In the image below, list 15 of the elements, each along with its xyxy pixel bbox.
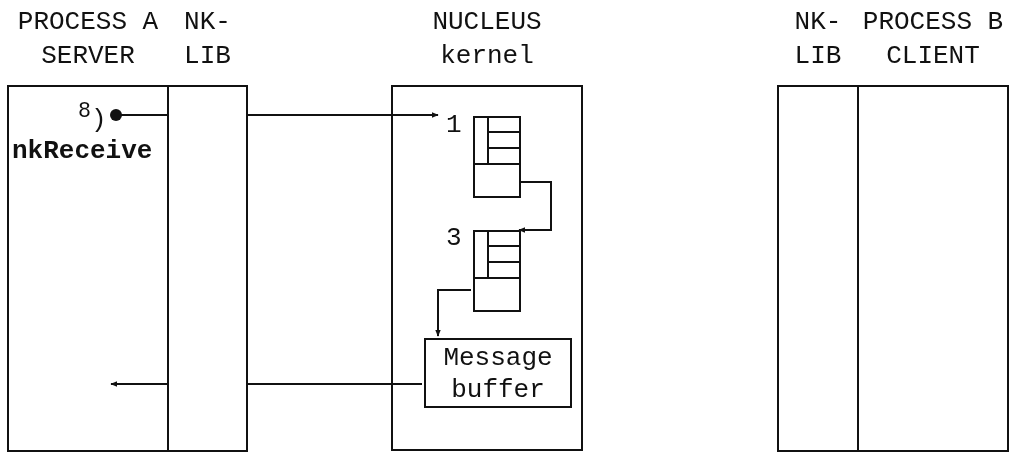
column-heading: NUCLEUS kernel — [431, 6, 543, 73]
arrow — [247, 112, 439, 118]
column-heading: NK- LIB — [183, 6, 232, 73]
function-name: nkReceive — [12, 135, 153, 167]
buffer-label: Message buffer — [442, 342, 554, 406]
column-heading: PROCESS B CLIENT — [862, 6, 1004, 73]
arrow — [518, 181, 552, 233]
column-heading: NK- LIB — [793, 6, 843, 73]
buffer-box — [424, 338, 572, 408]
arrow — [110, 381, 168, 387]
arrow — [435, 289, 472, 337]
column-heading: PROCESS A SERVER — [16, 6, 160, 73]
step-number: $^{8}$) — [78, 98, 107, 135]
step-number: 3 — [446, 223, 462, 253]
step-number: 1 — [446, 110, 462, 140]
